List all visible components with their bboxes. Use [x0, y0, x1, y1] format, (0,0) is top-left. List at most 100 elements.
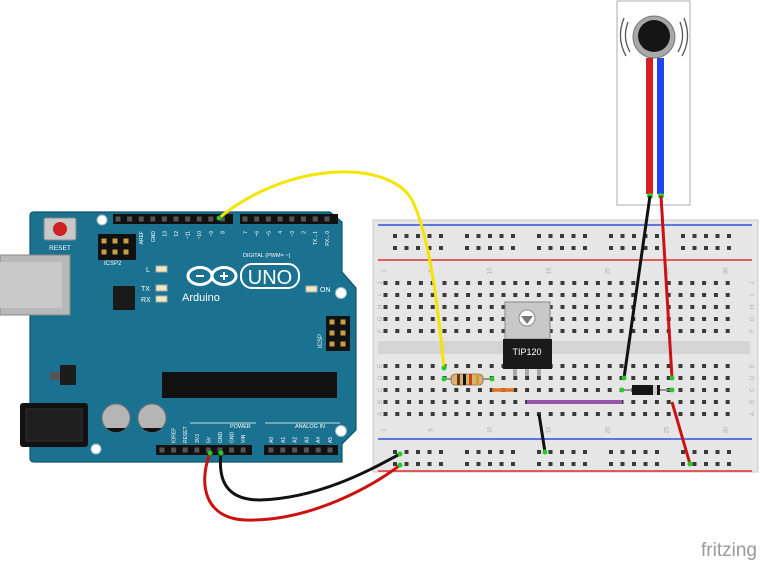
power-pin-label: 3V3 — [195, 434, 201, 443]
breadboard-hole — [427, 246, 432, 250]
wire-yellow — [218, 170, 446, 369]
breadboard-hole — [666, 412, 671, 416]
breadboard-hole — [607, 293, 612, 297]
breadboard-hole — [725, 364, 730, 368]
wire-end — [621, 375, 627, 381]
power-pin-label: IOREF — [172, 428, 178, 443]
header-pin — [340, 319, 346, 325]
breadboard-hole — [690, 293, 695, 297]
header-pin — [329, 341, 335, 347]
breadboard-hole — [383, 305, 388, 309]
breadboard-hole — [393, 450, 397, 454]
breadboard-hole — [690, 376, 695, 380]
breadboard-hole — [571, 246, 576, 250]
breadboard-hole — [439, 246, 443, 250]
breadboard-hole — [584, 317, 589, 321]
header-pin — [301, 216, 306, 222]
header-pin — [112, 249, 118, 255]
breadboard-hole — [702, 412, 707, 416]
header-pin — [340, 330, 346, 336]
breadboard-hole — [572, 317, 577, 321]
breadboard-hole — [407, 400, 412, 404]
icsp2-label: ICSP2 — [104, 261, 122, 267]
analog-pin-label: A0 — [269, 437, 275, 443]
uno-text: UNO — [248, 267, 292, 289]
breadboard-hole — [631, 364, 636, 368]
breadboard-hole — [643, 450, 648, 454]
breadboard-hole — [632, 246, 636, 250]
wire-red-motor — [659, 195, 674, 379]
vibration-mark — [681, 17, 689, 57]
header-pin — [171, 447, 177, 453]
row-letter: D — [378, 375, 384, 380]
mounting-hole — [335, 425, 347, 437]
mounting-hole — [96, 214, 108, 226]
led-l — [155, 265, 168, 273]
power-pin-label: VIN — [241, 434, 247, 443]
breadboard-hole — [678, 388, 683, 392]
power-pin-header — [156, 445, 252, 455]
column-number: 15 — [547, 426, 553, 433]
breadboard-hole — [548, 329, 553, 333]
breadboard-hole — [571, 462, 576, 466]
wire-black-motor — [622, 195, 652, 379]
breadboard-hole — [690, 281, 695, 285]
header-pin — [219, 216, 225, 222]
resistor-band — [476, 374, 479, 385]
breadboard-hole — [489, 329, 494, 333]
breadboard-hole — [595, 329, 600, 333]
capacitor — [101, 403, 131, 433]
breadboard-hole — [418, 376, 423, 380]
breadboard-hole — [631, 376, 636, 380]
breadboard-hole — [466, 281, 471, 285]
breadboard-hole — [488, 462, 492, 466]
breadboard-hole — [499, 246, 504, 250]
breadboard-hole — [548, 450, 553, 454]
breadboard-hole — [393, 462, 397, 466]
breadboard-hole — [501, 400, 506, 404]
header-pin — [217, 447, 223, 453]
capacitor-marking — [142, 428, 162, 433]
analog-pin-label: A3 — [304, 437, 310, 443]
breadboard-hole — [489, 364, 494, 368]
breadboard-hole — [702, 317, 707, 321]
breadboard-hole — [465, 450, 469, 454]
breadboard-hole — [418, 317, 423, 321]
breadboard-hole — [499, 450, 504, 454]
digital-pin-label: AREF — [139, 231, 145, 244]
breadboard-hole — [678, 305, 683, 309]
breadboard-hole — [690, 364, 695, 368]
breadboard-hole — [713, 293, 718, 297]
breadboard-hole — [513, 412, 518, 416]
breadboard-hole — [407, 293, 412, 297]
row-letter: F — [750, 329, 756, 333]
column-number: 25 — [665, 267, 671, 274]
breadboard-hole — [655, 234, 659, 238]
breadboard-hole — [513, 376, 518, 380]
transistor-leg — [513, 369, 517, 376]
header-pin — [205, 447, 211, 453]
wire-end — [441, 365, 447, 371]
led-on — [305, 285, 318, 293]
breadboard-hole — [418, 293, 423, 297]
mounting-hole — [90, 443, 102, 455]
icsp2-header — [98, 234, 136, 260]
wire-end — [397, 462, 403, 468]
digital-pin-label: GND — [151, 231, 157, 243]
breadboard-hole — [465, 246, 469, 250]
breadboard-hole — [619, 317, 624, 321]
wire-end — [397, 451, 403, 457]
column-number: 1 — [382, 428, 388, 432]
breadboard-hole — [609, 450, 613, 454]
breadboard-hole — [678, 317, 683, 321]
breadboard-hole — [678, 412, 683, 416]
breadboard-hole — [595, 388, 600, 392]
breadboard-hole — [442, 305, 447, 309]
breadboard-hole — [477, 305, 482, 309]
breadboard-hole — [727, 234, 731, 238]
header-pin — [123, 249, 129, 255]
breadboard-hole — [560, 281, 565, 285]
breadboard-hole — [583, 246, 587, 250]
row-letter: A — [750, 412, 756, 416]
